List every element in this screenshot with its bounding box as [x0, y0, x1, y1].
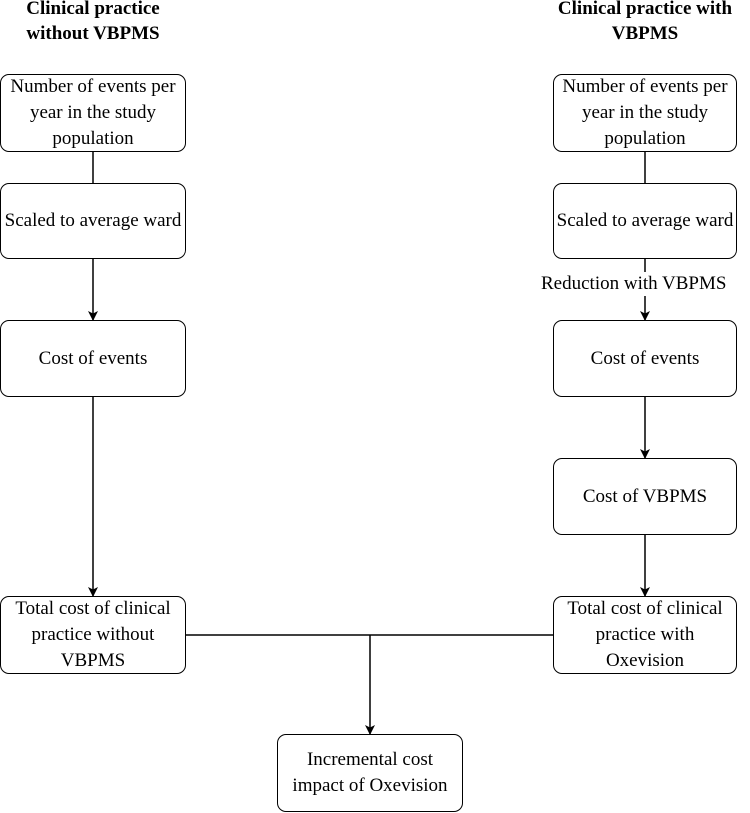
edge-label-reduction-with-vbpms: Reduction with VBPMS: [540, 272, 728, 296]
node-right-total-cost: Total cost of clinical practice with Oxe…: [553, 596, 737, 674]
node-left-cost-of-events: Cost of events: [0, 320, 186, 397]
node-right-scaled-to-ward: Scaled to average ward: [553, 183, 737, 259]
node-right-cost-of-vbpms: Cost of VBPMS: [553, 458, 737, 535]
header-without-vbpms: Clinical practice without VBPMS: [26, 0, 160, 44]
node-incremental-cost-impact: Incremental cost impact of Oxevision: [277, 734, 463, 812]
node-left-total-cost: Total cost of clinical practice without …: [0, 596, 186, 674]
node-left-events-per-year: Number of events per year in the study p…: [0, 74, 186, 152]
node-left-scaled-to-ward: Scaled to average ward: [0, 183, 186, 259]
node-right-cost-of-events: Cost of events: [553, 320, 737, 397]
node-right-events-per-year: Number of events per year in the study p…: [553, 74, 737, 152]
header-with-vbpms: Clinical practice with VBPMS: [557, 0, 733, 44]
